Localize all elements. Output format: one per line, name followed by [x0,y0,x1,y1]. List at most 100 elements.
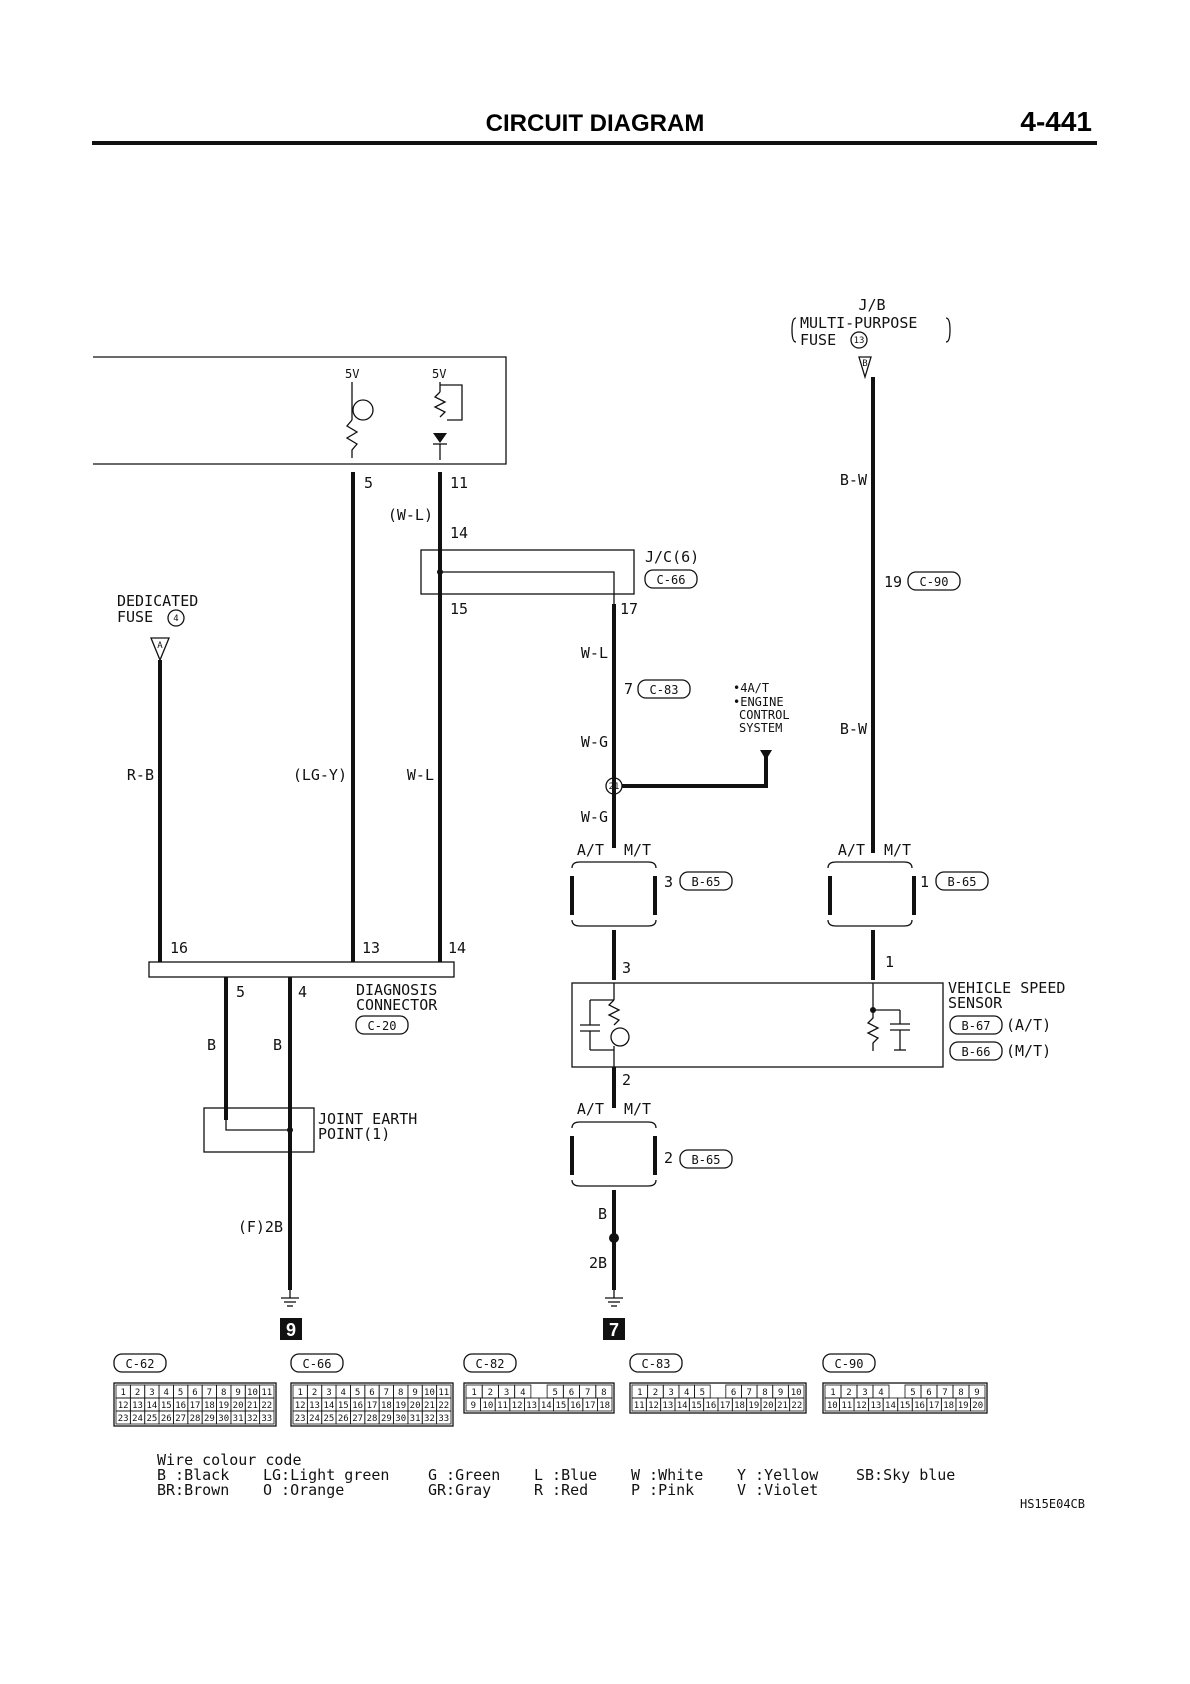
connector-pin-number: 17 [190,1401,201,1411]
connector-pin-number: 17 [585,1401,596,1411]
legend-title: Wire colour code [157,1451,302,1469]
connector-pin-cell [259,1410,275,1425]
connector-pin-number: 31 [233,1414,244,1424]
ground-icon-right [605,1290,623,1307]
connector-pin-number: 9 [412,1388,417,1398]
connector-view-housing [290,1382,454,1427]
connector-view-label: C-66 [303,1357,332,1371]
connector-pin-number: 12 [295,1401,306,1411]
connector-pin-cell [970,1397,986,1412]
at-paren-label: (A/T) [1006,1016,1051,1034]
connector-pin-number: 19 [748,1401,759,1411]
page-title: CIRCUIT DIAGRAM [486,110,705,137]
connector-pin-number: 10 [827,1401,838,1411]
jb-multipurpose-label: MULTI-PURPOSE [800,314,917,332]
joint-earth-point: JOINT EARTH POINT(1) (F)2B 9 [203,1107,417,1340]
connector-pin-number: 18 [734,1401,745,1411]
connector-pin-number: 7 [942,1388,947,1398]
connector-pin-number: 33 [438,1414,449,1424]
wire-wg-upper-label: W-G [581,733,608,751]
connector-pin-number: 3 [668,1388,673,1398]
pin-14-diag: 14 [448,939,466,957]
connector-pin-number: 30 [218,1414,229,1424]
connector-pin-number: 15 [555,1401,566,1411]
connector-pin-number: 1 [120,1388,125,1398]
connector-pin-number: 18 [599,1401,610,1411]
joint-earth-label: JOINT EARTH [318,1110,417,1128]
diagnosis-connector: 16 13 14 5 4 DIAGNOSIS CONNECTOR C-20 B … [148,939,466,1290]
connector-pin-number: 22 [438,1401,449,1411]
connector-pin-number: 10 [424,1388,435,1398]
connector-pin-number: 13 [526,1401,537,1411]
connector-view-housing [463,1382,615,1414]
connector-pin-number: 7 [585,1388,590,1398]
connector-pin-number: 10 [791,1388,802,1398]
connector-pin-number: 5 [700,1388,705,1398]
connector-pin-number: 15 [338,1401,349,1411]
pin-4-diag: 4 [298,983,307,1001]
legend-light-green: LG:Light green [263,1466,389,1484]
jb-label: J/B [858,296,885,314]
connector-pin-number: 31 [410,1414,421,1424]
connector-pin-number: 11 [634,1401,645,1411]
wire-b-left: B [207,1036,216,1054]
legend-blue: L :Blue [534,1466,597,1484]
wire-wg-lower-label: W-G [581,808,608,826]
connector-pin-number: 15 [691,1401,702,1411]
connector-pin-number: 7 [207,1388,212,1398]
connector-c83-ref: C-83 [650,683,679,697]
connector-pin-number: 23 [118,1414,129,1424]
connector-pin-number: 16 [352,1401,363,1411]
pin-1-vss: 1 [885,953,894,971]
connector-pin-number: 6 [926,1388,931,1398]
connector-pin-number: 8 [398,1388,403,1398]
connector-pin-number: 3 [862,1388,867,1398]
dedicated-fuse-supply: DEDICATED FUSE 4 A R-B [117,592,198,962]
connector-pin-number: 5 [553,1388,558,1398]
connector-pin-number: 1 [297,1388,302,1398]
b65-lower: A/T M/T 2 B-65 B 2B 7 [570,1100,733,1340]
connector-pin-number: 13 [662,1401,673,1411]
connector-pin-number: 4 [684,1388,689,1398]
connector-pin-number: 14 [323,1401,334,1411]
connector-pin-number: 20 [410,1401,421,1411]
connector-pin-number: 16 [175,1401,186,1411]
pin-1-b65: 1 [920,873,929,891]
connector-pin-number: 11 [841,1401,852,1411]
pin-3-b65: 3 [664,873,673,891]
connector-pin-number: 12 [512,1401,523,1411]
connector-b65-ref-3: B-65 [692,1153,721,1167]
connector-pin-number: 14 [885,1401,896,1411]
connector-pin-number: 12 [118,1401,129,1411]
wire-f2b-label: (F)2B [238,1218,283,1236]
point-1-label: POINT(1) [318,1125,390,1143]
connector-pin-number: 10 [247,1388,258,1398]
jb-supply: J/B MULTI-PURPOSE FUSE 13 B B-W B-W 19 C… [791,296,961,853]
connector-view-label: C-82 [476,1357,505,1371]
at-label-lower: A/T [577,1100,604,1118]
connector-pin-number: 1 [471,1388,476,1398]
connector-b65-ref-2: B-65 [948,875,977,889]
pin-5-ecu: 5 [364,474,373,492]
pin-7-c83: 7 [624,680,633,698]
dedicated-fuse-label: FUSE [117,608,153,626]
connector-pin-number: 17 [929,1401,940,1411]
connector-pin-number: 21 [424,1401,435,1411]
legend-orange: O :Orange [263,1481,344,1499]
connector-pin-number: 9 [778,1388,783,1398]
legend-brown: BR:Brown [157,1481,229,1499]
note-4at: •4A/T [733,681,769,695]
pin-15-jc: 15 [450,600,468,618]
connector-pin-number: 4 [164,1388,169,1398]
connector-view-label: C-62 [126,1357,155,1371]
connector-view-housing [113,1382,277,1427]
connector-pin-number: 23 [295,1414,306,1424]
connector-pin-number: 1 [830,1388,835,1398]
vehicle-speed-sensor: 3 1 VEHICLE SPEED SENSOR B-67 (A/T) B-66… [571,953,1065,1108]
connector-pin-number: 4 [520,1388,525,1398]
fuse-terminal-b: B [862,359,867,369]
